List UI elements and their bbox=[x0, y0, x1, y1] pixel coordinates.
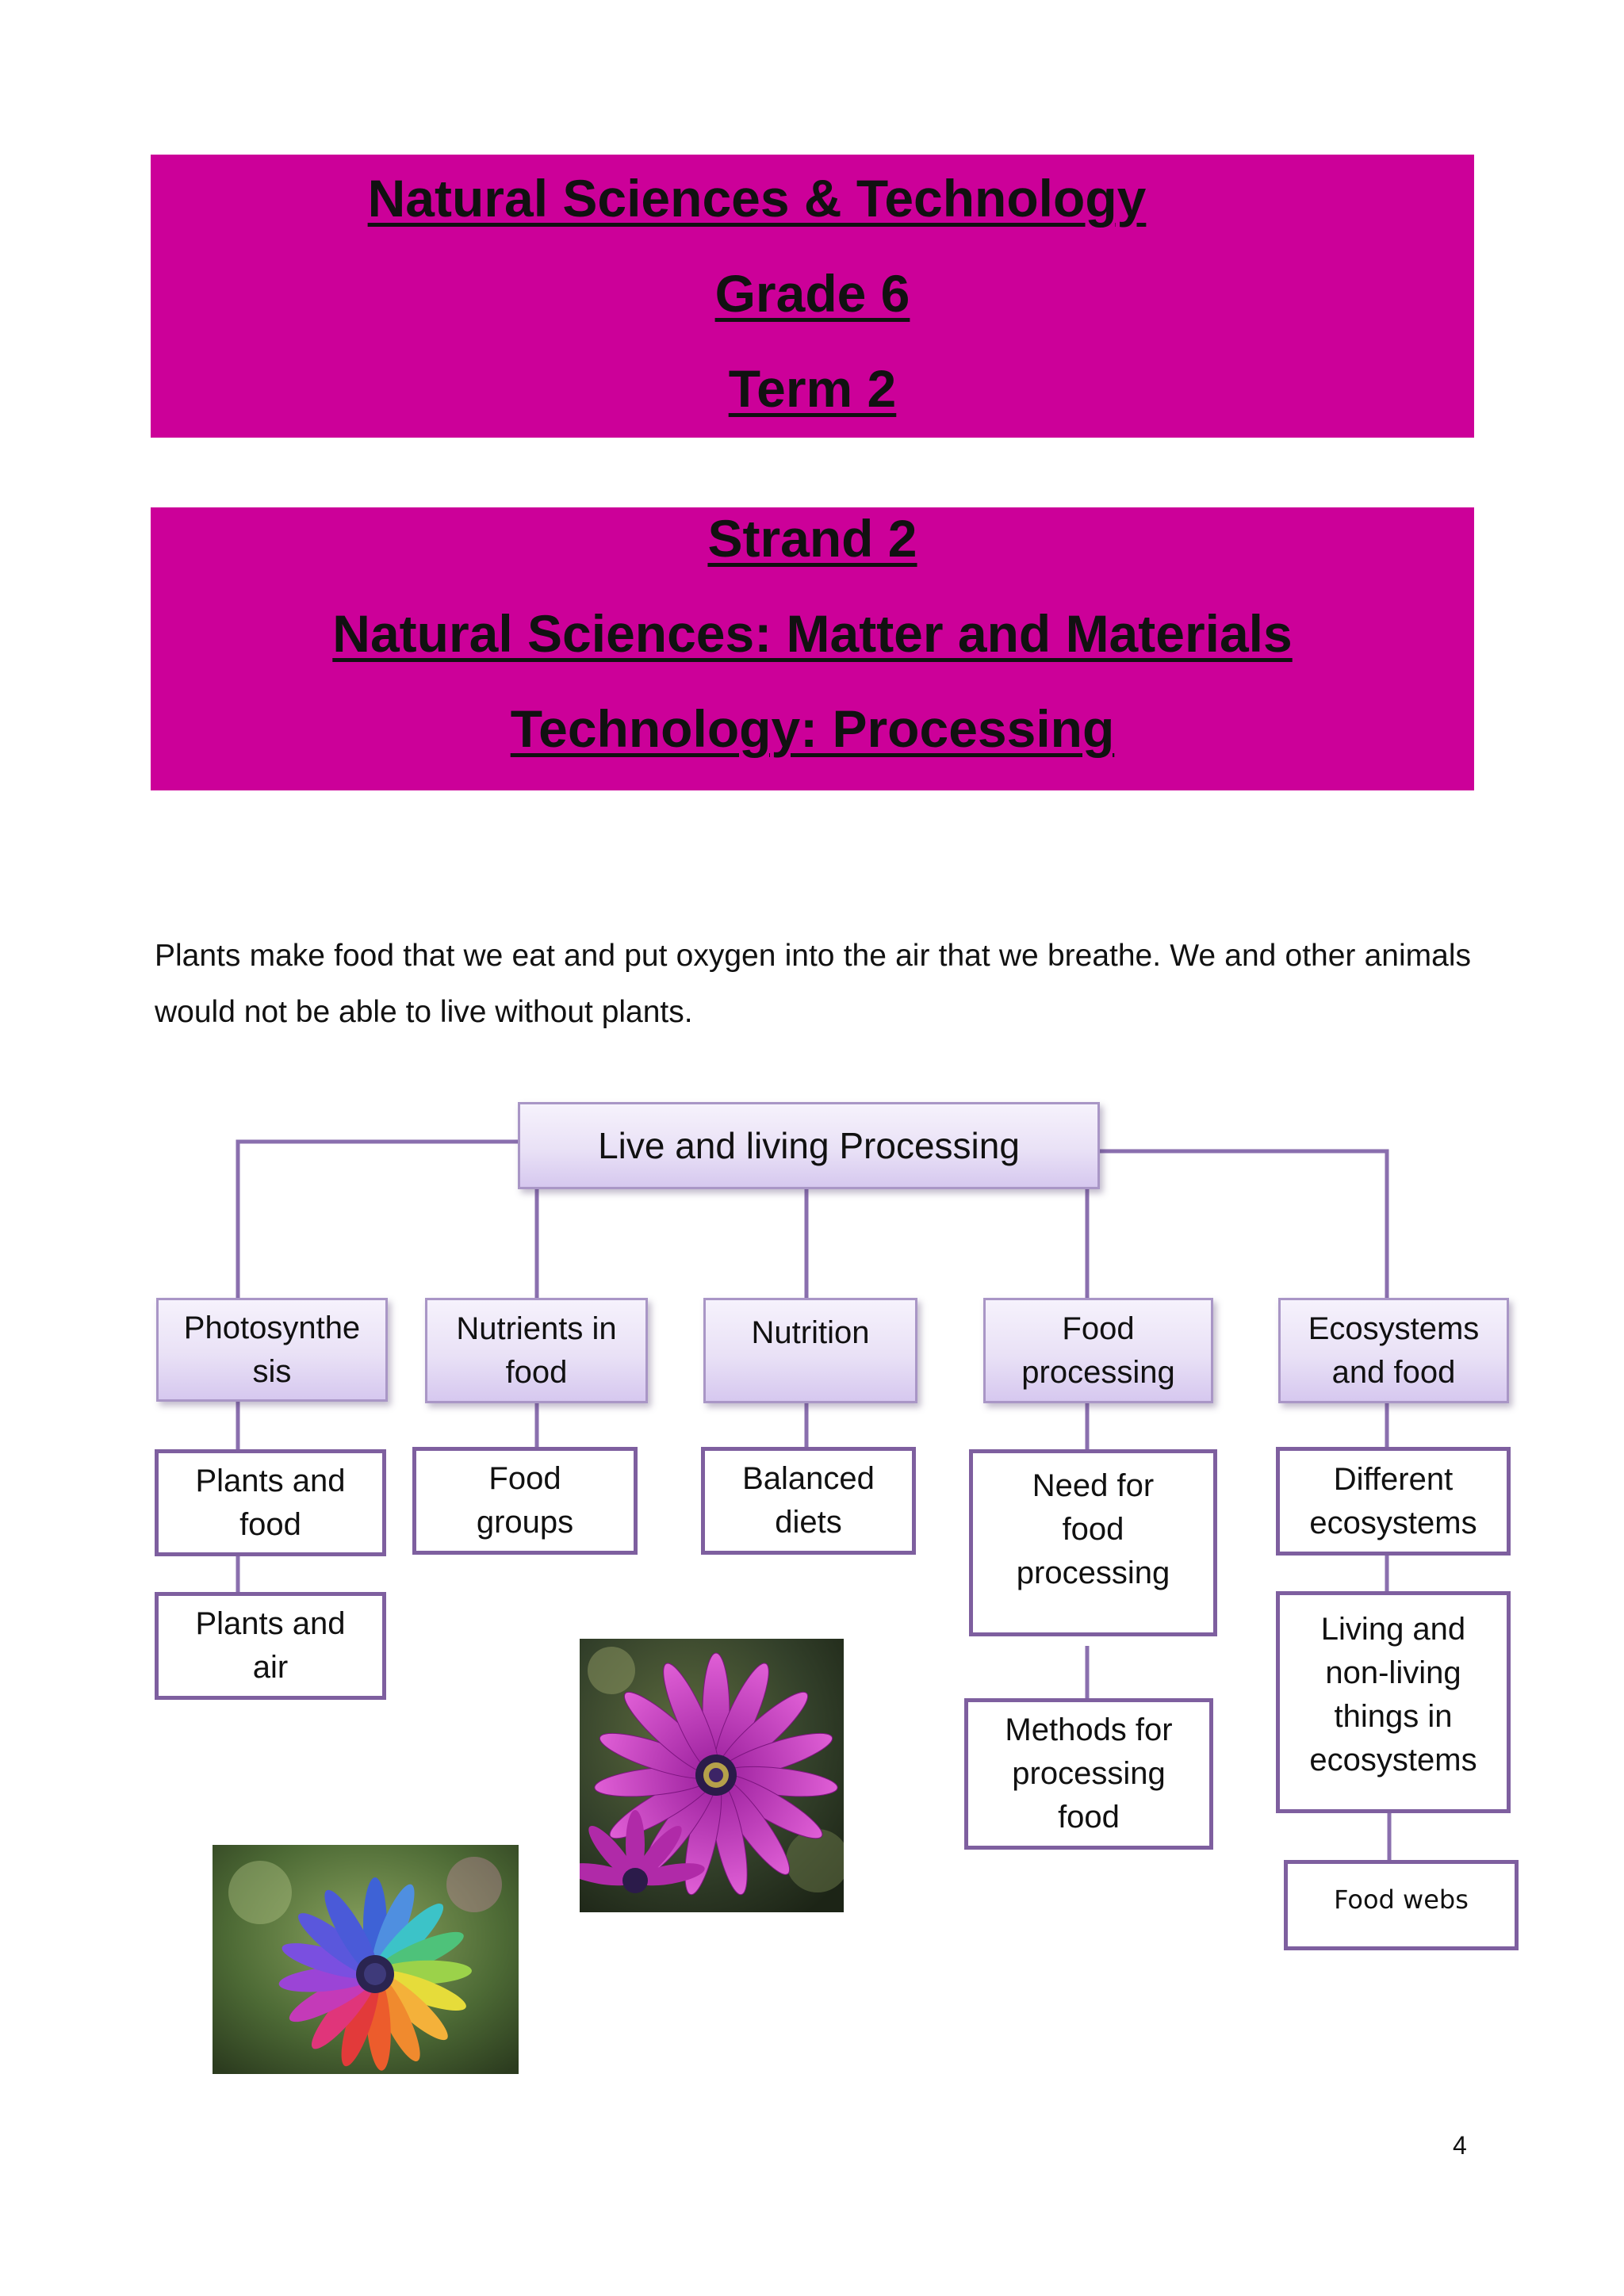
connector-root-ecosystems bbox=[1099, 1149, 1389, 1298]
topic-nutrients-line1: Nutrients in bbox=[456, 1311, 617, 1346]
topic-food-processing-line2: processing bbox=[1021, 1354, 1175, 1390]
subtopic-food-groups: Food groups bbox=[412, 1447, 638, 1555]
subtopic-methods-line3: food bbox=[1058, 1800, 1120, 1835]
page-title: Natural Sciences & Technology bbox=[367, 169, 1147, 228]
subtopic-food-groups-line1: Food bbox=[488, 1461, 561, 1496]
subtopic-need-line1: Need for bbox=[1032, 1468, 1155, 1503]
subtopic-living-line3: things in bbox=[1334, 1699, 1453, 1734]
page-number: 4 bbox=[1453, 2131, 1467, 2160]
topic-photosynthesis-line1: Photosynthe bbox=[183, 1310, 361, 1345]
topic-ecosystems-and-food: Ecosystems and food bbox=[1278, 1298, 1509, 1403]
subtopic-different-line2: ecosystems bbox=[1309, 1505, 1477, 1540]
topic-ecosystems-line2: and food bbox=[1331, 1354, 1456, 1390]
root-node-label: Live and living Processing bbox=[598, 1124, 1020, 1166]
topic-ecosystems-line1: Ecosystems bbox=[1308, 1311, 1480, 1346]
subtopic-food-webs: Food webs bbox=[1284, 1860, 1519, 1950]
subtopic-different-ecosystems: Different ecosystems bbox=[1276, 1447, 1511, 1556]
subtopic-methods-for-processing-food: Methods for processing food bbox=[964, 1698, 1213, 1850]
topic-nutrition: Nutrition bbox=[703, 1298, 917, 1403]
subtopic-food-webs-line1: Food webs bbox=[1334, 1885, 1469, 1915]
subtopic-need-for-food-processing: Need for food processing bbox=[969, 1449, 1217, 1636]
subtopic-balanced-diets-line1: Balanced bbox=[742, 1461, 875, 1496]
subtopic-methods-line2: processing bbox=[1012, 1756, 1166, 1791]
subtopic-need-line2: food bbox=[1062, 1512, 1124, 1547]
topic-food-processing-line1: Food bbox=[1062, 1311, 1135, 1346]
subtopic-plants-air-line2: air bbox=[252, 1650, 289, 1685]
topic-nutrients-line2: food bbox=[505, 1354, 568, 1390]
subtopic-plants-and-air: Plants and air bbox=[155, 1592, 386, 1700]
subtopic-living-line1: Living and bbox=[1320, 1612, 1466, 1647]
subtopic-methods-line1: Methods for bbox=[1005, 1712, 1173, 1747]
subtopic-plants-and-food: Plants and food bbox=[155, 1449, 386, 1556]
subtopic-different-line1: Different bbox=[1333, 1461, 1454, 1497]
natural-sciences-heading: Natural Sciences: Matter and Materials bbox=[332, 604, 1293, 663]
subtopic-plants-food-line2: food bbox=[239, 1506, 301, 1542]
subtopic-living-line2: non-living bbox=[1325, 1655, 1461, 1690]
topic-photosynthesis-line2: sis bbox=[252, 1353, 292, 1389]
root-node-live-and-living-processing: Live and living Processing bbox=[518, 1102, 1100, 1189]
grade-heading: Grade 6 bbox=[714, 264, 910, 323]
rainbow-daisy-image bbox=[213, 1845, 519, 2074]
technology-heading: Technology: Processing bbox=[510, 699, 1115, 758]
term-heading: Term 2 bbox=[728, 359, 897, 418]
topic-photosynthesis: Photosynthe sis bbox=[156, 1298, 388, 1402]
subtopic-living-line4: ecosystems bbox=[1309, 1743, 1477, 1777]
subtopic-food-groups-line2: groups bbox=[476, 1505, 574, 1540]
subtopic-balanced-diets: Balanced diets bbox=[701, 1447, 916, 1555]
strand-heading: Strand 2 bbox=[707, 509, 917, 568]
topic-nutrition-line1: Nutrition bbox=[751, 1315, 870, 1350]
strand-banner: Strand 2 Natural Sciences: Matter and Ma… bbox=[151, 507, 1474, 790]
subtopic-plants-food-line1: Plants and bbox=[195, 1463, 346, 1498]
topic-food-processing: Food processing bbox=[983, 1298, 1213, 1403]
subtopic-need-line3: processing bbox=[1016, 1556, 1170, 1590]
subtopic-living-and-non-living-things: Living and non-living things in ecosystems bbox=[1276, 1591, 1511, 1813]
header-banner: Natural Sciences & Technology Grade 6 Te… bbox=[151, 155, 1474, 438]
connector-root-photosynthesis bbox=[236, 1139, 519, 1298]
topic-nutrients-in-food: Nutrients in food bbox=[425, 1298, 648, 1403]
subtopic-balanced-diets-line2: diets bbox=[775, 1505, 842, 1540]
subtopic-plants-air-line1: Plants and bbox=[195, 1606, 346, 1641]
intro-paragraph: Plants make food that we eat and put oxy… bbox=[155, 939, 1471, 1029]
purple-daisy-image bbox=[580, 1639, 844, 1912]
